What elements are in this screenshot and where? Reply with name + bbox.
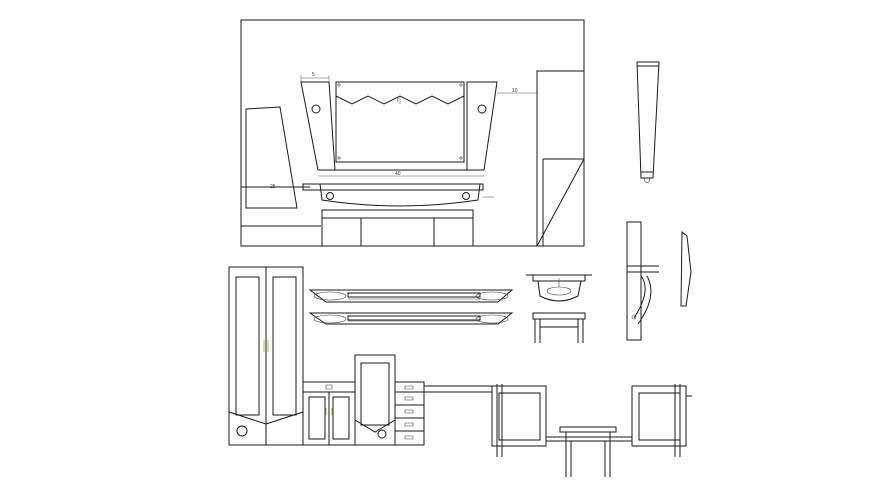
center-screen-panel: 7 [336,82,464,162]
shelf-plan-view-lower [310,313,512,324]
right-bracket-arm: 10 [467,82,537,170]
wall-unit-elevation [229,267,692,477]
base-cabinet [322,210,473,246]
square-frame-right [632,384,692,457]
elevation-frame [241,20,584,246]
center-table [546,427,632,477]
dim-base-width: 40 [395,171,401,177]
dim-center-mark: 7 [396,98,399,104]
left-side-panel: 25 [241,107,321,226]
bowl-shelf [303,184,494,206]
dim-top-width: 5 [312,72,315,78]
tall-display-cabinet [229,267,303,445]
shelf-bar: 40 [318,170,484,177]
shelf-plan-view-upper [310,290,512,302]
dim-side-offset: 10 [512,88,518,94]
left-bracket-arm: 5 [301,72,335,170]
right-side-unit [537,71,584,246]
front-elevation-view: 25 5 10 7 [241,20,584,246]
bracket-section-detail-bottom [533,313,585,343]
tapered-leg-detail [637,62,659,183]
square-frame-left [492,384,546,457]
bracket-section-detail-top [526,275,592,301]
drawer-stack [395,382,424,445]
wall-bracket-section [627,222,659,340]
center-low-cabinet [303,382,355,445]
hutch-cabinet [355,355,395,445]
low-shelf-rail [424,386,492,392]
side-panel-profile [681,232,691,306]
dim-left-panel: 25 [270,184,276,190]
